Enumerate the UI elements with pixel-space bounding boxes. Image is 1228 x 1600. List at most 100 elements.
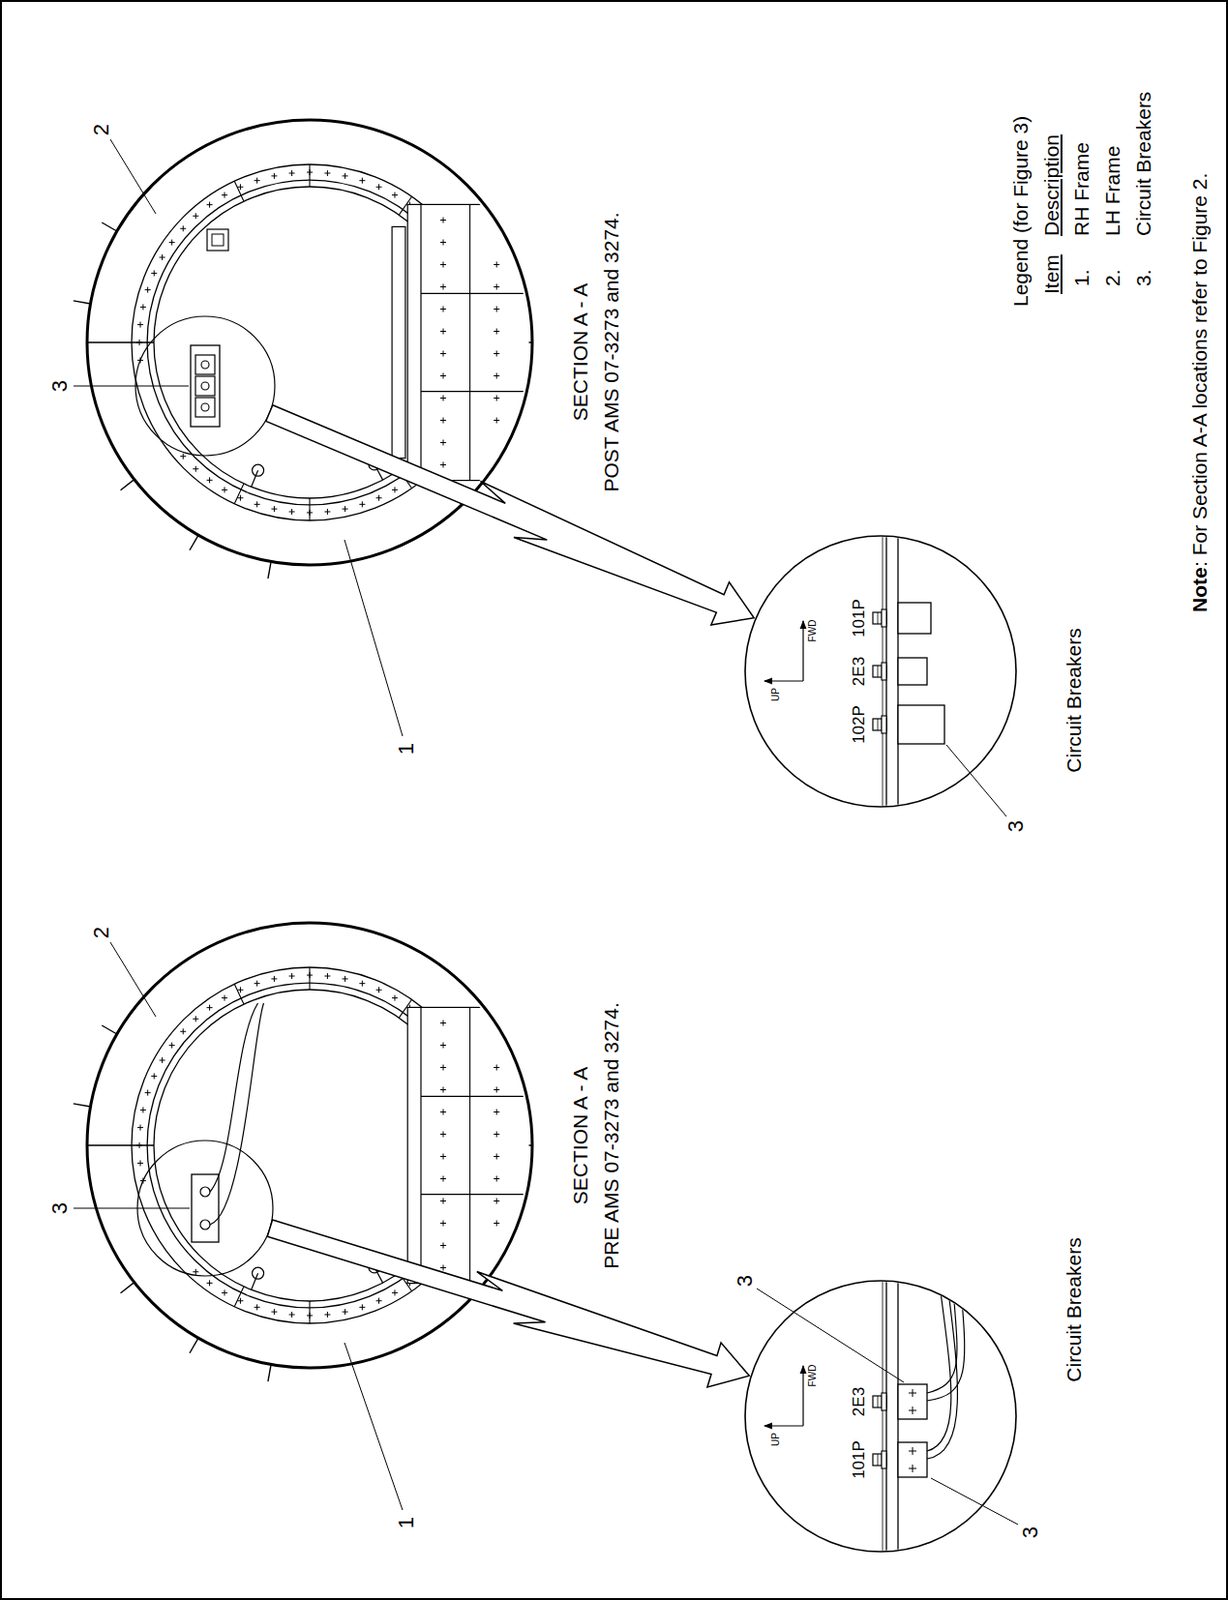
- breaker-knob: [201, 382, 210, 390]
- breaker-body: [898, 658, 928, 686]
- segment-divider: [308, 498, 310, 521]
- callout-number: 3: [47, 1202, 72, 1215]
- detail-circle: [745, 536, 1017, 808]
- rivet-mark: [192, 1018, 199, 1020]
- detail-content: [872, 1276, 965, 1555]
- axis-label: FWD: [807, 620, 819, 643]
- breaker-wire: [209, 1003, 265, 1226]
- rivet-mark: [254, 983, 261, 985]
- rivet-mark: [221, 997, 228, 999]
- rivet-mark: [342, 1312, 349, 1314]
- floor-divider: [420, 390, 533, 392]
- rivet-mark: [440, 1223, 447, 1225]
- rivet-mark: [440, 1111, 447, 1113]
- breaker-label: 101P: [849, 599, 869, 638]
- rivet-mark: [169, 1045, 176, 1047]
- legend-item-number: 2.: [1101, 269, 1125, 287]
- up-arrow: [764, 680, 804, 682]
- breaker-label: 102P: [849, 705, 869, 745]
- rivet-mark: [159, 257, 166, 259]
- rivet-mark: [440, 219, 447, 221]
- rivet-mark: [342, 175, 349, 177]
- floor-divider: [469, 1007, 471, 1284]
- rivet-mark: [137, 1127, 144, 1129]
- breaker-knob: [200, 1220, 210, 1230]
- rivet-mark: [137, 1163, 144, 1165]
- knob-thread: [877, 718, 879, 731]
- rivet-mark: [493, 1067, 500, 1069]
- rivet-mark: [376, 186, 383, 188]
- rivet-mark: [391, 489, 398, 491]
- breaker-nut: [881, 1451, 887, 1469]
- rivet-mark: [207, 1007, 213, 1009]
- legend-column-heading: Item: [1040, 254, 1064, 295]
- rivet-mark: [140, 1109, 147, 1111]
- breaker-housing: [195, 376, 215, 396]
- rivet-mark: [908, 1451, 917, 1453]
- rivet-mark: [237, 186, 243, 188]
- fuselage-section: [73, 119, 541, 579]
- knob-thread: [877, 612, 879, 625]
- rivet-mark: [440, 1245, 447, 1247]
- rivet-mark: [254, 179, 261, 181]
- rivet-mark: [207, 479, 213, 481]
- rivet-mark: [493, 353, 500, 355]
- rivet-mark: [159, 1060, 166, 1062]
- rivet-mark: [493, 1200, 500, 1202]
- rivet-mark: [440, 1089, 447, 1091]
- rivet-mark: [493, 375, 500, 377]
- callout-number: 1: [393, 1517, 419, 1529]
- note-text: : For Section A-A locations refer to Fig…: [1188, 173, 1212, 568]
- rivet-mark: [359, 179, 365, 181]
- rivet-mark: [237, 989, 243, 991]
- floor-divider: [469, 204, 471, 480]
- legend-item-text: LH Frame: [1101, 146, 1125, 237]
- rivet-mark: [221, 489, 228, 491]
- rivet-mark: [359, 1307, 365, 1309]
- rivet-mark: [324, 976, 330, 978]
- floor-beam: [419, 204, 421, 480]
- breaker-housing: [195, 397, 215, 418]
- detail-circle: [745, 1281, 1017, 1553]
- rivet-mark: [908, 1468, 917, 1470]
- rivet-mark: [440, 1200, 447, 1202]
- rivet-mark: [207, 204, 213, 206]
- knob-thread: [877, 1396, 879, 1408]
- legend-column-heading: Description: [1040, 134, 1064, 237]
- knob-thread: [877, 1454, 879, 1467]
- rivet-mark: [207, 1283, 213, 1285]
- rivet-mark: [179, 228, 186, 230]
- rivet-mark: [254, 1307, 261, 1309]
- rivet-mark: [440, 353, 447, 355]
- rivet-mark: [493, 264, 500, 266]
- note-heading: Note: [1188, 567, 1212, 613]
- rivet-mark: [306, 172, 313, 174]
- axis-label: UP: [770, 1433, 782, 1447]
- rivet-mark: [493, 1156, 500, 1158]
- rivet-mark: [145, 289, 151, 291]
- rivet-mark: [493, 397, 500, 399]
- floor-divider: [420, 1194, 533, 1196]
- callout-number: 3: [47, 380, 72, 392]
- breaker-plate: [190, 345, 220, 427]
- rivet-mark: [306, 511, 313, 513]
- breaker-body: [898, 602, 931, 634]
- section-subtitle: PRE AMS 07-3273 and 3274.: [599, 1002, 624, 1270]
- section-title: SECTION A - A: [569, 283, 593, 421]
- segment-divider: [234, 483, 244, 505]
- rivet-mark: [237, 497, 243, 499]
- floor-panel: [407, 204, 541, 480]
- leader-line: [110, 139, 156, 214]
- rivet-mark: [440, 308, 447, 310]
- legend-item-number: 1.: [1070, 269, 1094, 287]
- rivet-mark: [493, 330, 500, 332]
- segment-divider: [234, 180, 244, 202]
- breaker-label: 101P: [849, 1440, 869, 1480]
- rivet-mark: [440, 442, 447, 444]
- leader-line: [756, 1288, 904, 1383]
- breaker-nut: [881, 716, 887, 734]
- rivet-mark: [493, 1111, 500, 1113]
- frame-web: [886, 534, 899, 809]
- rivet-mark: [440, 464, 447, 466]
